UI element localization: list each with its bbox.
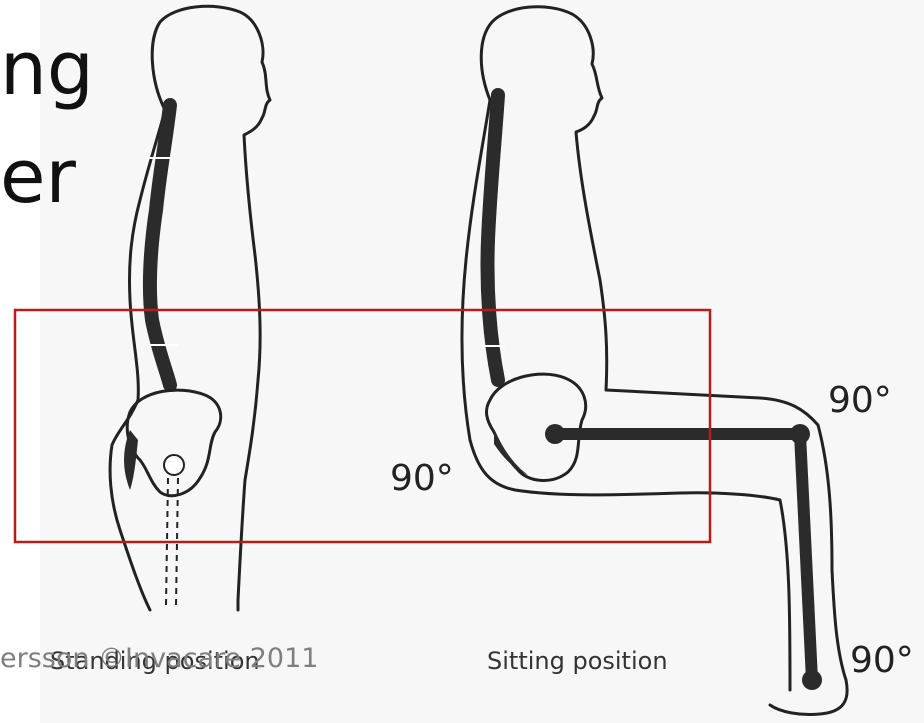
sitting-caption: Sitting position: [487, 647, 668, 675]
title-fragment-line1: ng: [0, 32, 94, 106]
hip-angle-label: 90°: [390, 458, 454, 499]
ankle-angle-label: 90°: [850, 640, 914, 681]
sitting-knee-joint: [790, 424, 810, 444]
knee-angle-label: 90°: [828, 380, 892, 421]
standing-hip-joint: [164, 455, 184, 475]
sitting-ankle-joint: [802, 670, 822, 690]
sitting-hip-joint: [545, 424, 565, 444]
credit-line: ersson ©Invacare 2011: [0, 643, 318, 674]
title-fragment-line2: er: [0, 140, 76, 214]
